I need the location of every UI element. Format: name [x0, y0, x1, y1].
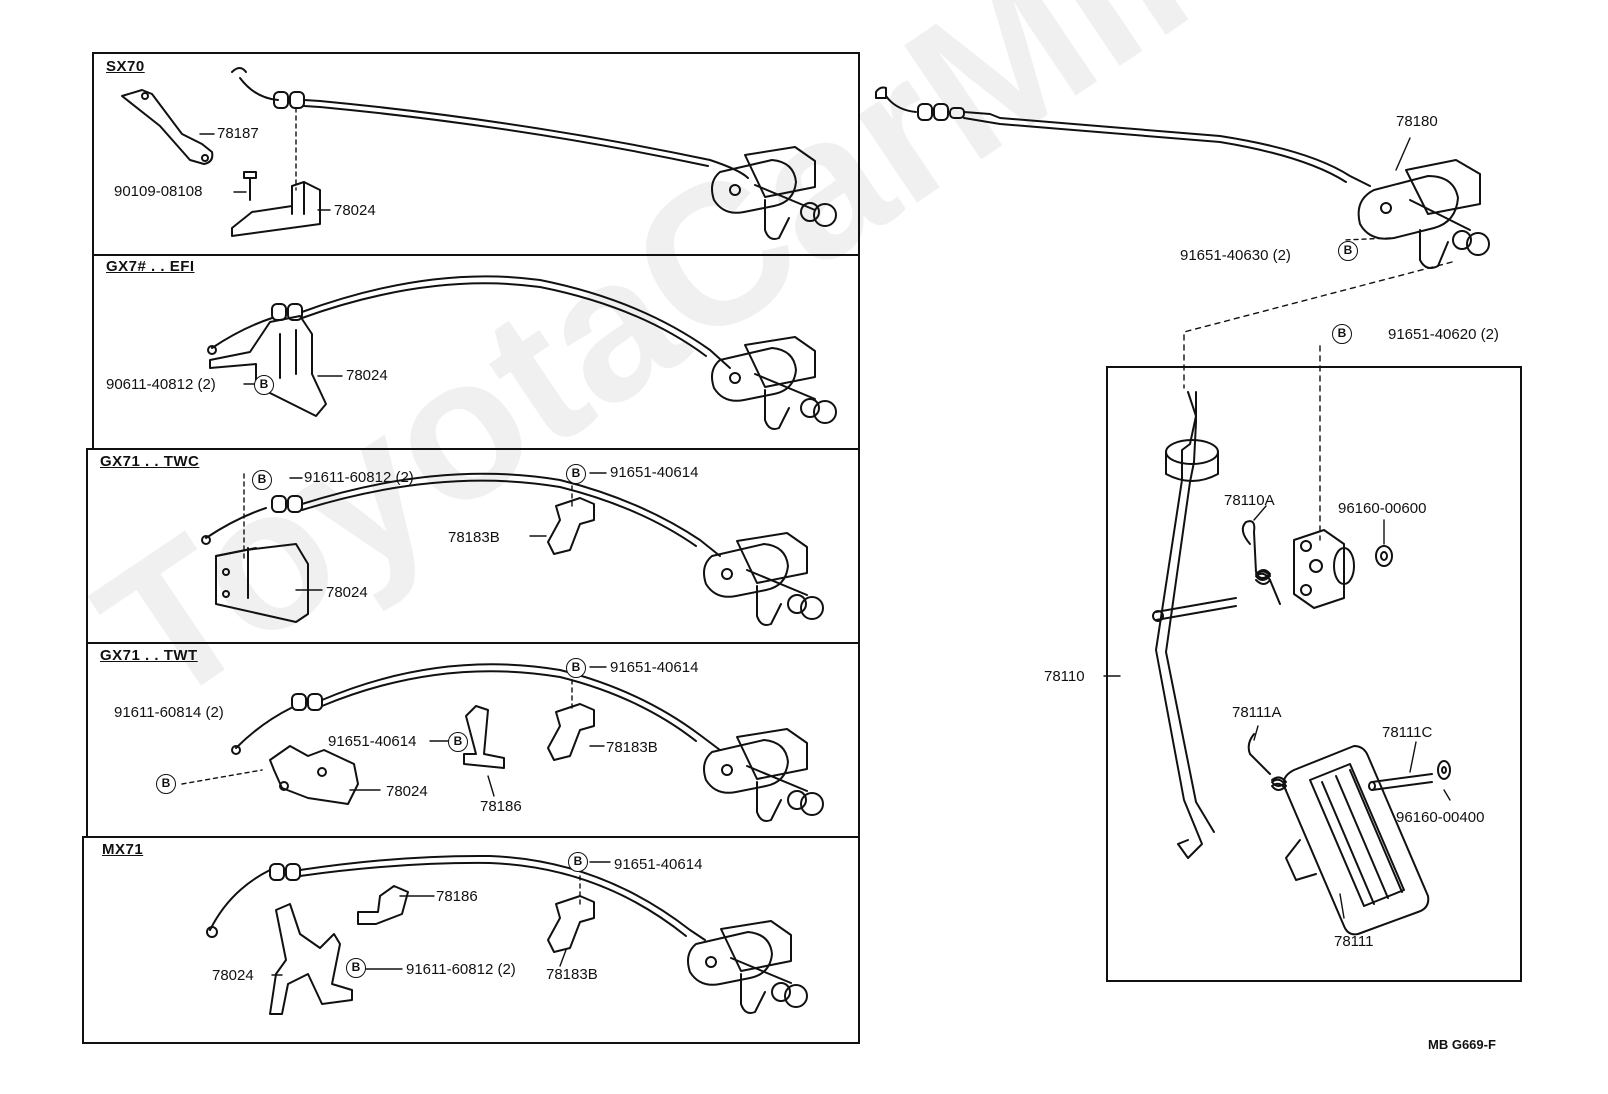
- label-78183b: 78183B: [448, 529, 500, 546]
- twc-bracket-78024: [215, 543, 309, 623]
- label-91651-40614: 91651-40614: [610, 659, 699, 676]
- label-78111a: 78111A: [1232, 704, 1282, 721]
- label-90109-08108: 90109-08108: [114, 183, 203, 200]
- b-mark: B: [448, 732, 468, 752]
- panel-gx71-twc: [86, 448, 860, 644]
- panel-gx71-twt: [86, 642, 860, 838]
- label-78024: 78024: [212, 967, 254, 984]
- twc-cable: [201, 472, 721, 557]
- label-78110: 78110: [1044, 668, 1085, 685]
- drawing-code: MB G669-F: [1428, 1037, 1496, 1052]
- label-90611-40812: 90611-40812 (2): [106, 376, 216, 393]
- pin-78111c: [1368, 773, 1433, 791]
- b-mark: B: [566, 464, 586, 484]
- b-mark: B: [566, 658, 586, 678]
- spring-78110a: [1241, 520, 1281, 605]
- label-91611-60812: 91611-60812 (2): [304, 469, 414, 486]
- label-91651-40614: 91651-40614: [610, 464, 699, 481]
- pedal-pad-78111: [1282, 745, 1430, 936]
- section-title-mx71: MX71: [102, 841, 144, 858]
- b-mark: B: [1332, 324, 1352, 344]
- pedal-arm-78110: [1152, 391, 1237, 859]
- label-78183b: 78183B: [606, 739, 658, 756]
- label-78111c: 78111C: [1382, 724, 1433, 741]
- sx70-throttle-body: [711, 146, 837, 240]
- twc-clip-78183b: [547, 497, 595, 555]
- panel-gx7-efi: [92, 254, 860, 450]
- section-title-gx71-twt: GX71 . . TWT: [100, 647, 198, 664]
- sx70-bracket-78187: [121, 89, 214, 165]
- label-78024: 78024: [326, 584, 368, 601]
- main-cable: [875, 86, 1371, 187]
- mx71-bracket-78186: [357, 885, 409, 925]
- efi-bracket-78024: [209, 315, 327, 417]
- label-78024: 78024: [334, 202, 376, 219]
- washer-96160-00600: [1375, 545, 1393, 567]
- panel-sx70: [92, 52, 860, 256]
- label-96160-00400: 96160-00400: [1396, 809, 1485, 826]
- section-title-sx70: SX70: [106, 58, 145, 75]
- washer-96160-00400: [1437, 760, 1451, 780]
- label-78024: 78024: [386, 783, 428, 800]
- sx70-bracket-78024: [231, 181, 321, 237]
- b-mark: B: [568, 852, 588, 872]
- label-78186: 78186: [436, 888, 478, 905]
- label-91651-40630: 91651-40630 (2): [1180, 247, 1291, 264]
- sx70-bolt: [243, 171, 257, 201]
- b-mark: B: [252, 470, 272, 490]
- pedal-bracket: [1293, 529, 1355, 609]
- twt-cable: [231, 663, 721, 755]
- label-78187: 78187: [217, 125, 259, 142]
- label-78186: 78186: [480, 798, 522, 815]
- section-title-gx7-efi: GX7# . . EFI: [106, 258, 195, 275]
- efi-throttle-body: [711, 336, 837, 430]
- twc-throttle-body: [703, 532, 824, 626]
- label-96160-00600: 96160-00600: [1338, 500, 1427, 517]
- twt-throttle-body: [703, 728, 824, 822]
- label-91611-60814: 91611-60814 (2): [114, 704, 224, 721]
- label-78183b: 78183B: [546, 966, 598, 983]
- mx71-clip-78183b: [547, 895, 595, 953]
- label-78024: 78024: [346, 367, 388, 384]
- twt-bracket-78186: [463, 705, 505, 769]
- b-mark: B: [346, 958, 366, 978]
- label-91611-60812: 91611-60812 (2): [406, 961, 516, 978]
- b-mark: B: [156, 774, 176, 794]
- section-title-gx71-twc: GX71 . . TWC: [100, 453, 200, 470]
- label-91651-40614: 91651-40614: [614, 856, 703, 873]
- label-78180: 78180: [1396, 113, 1438, 130]
- twt-clip-78183b: [547, 703, 595, 761]
- panel-pedal: [1106, 366, 1522, 982]
- mx71-bracket-78024: [269, 903, 353, 1015]
- label-91651-40620: 91651-40620 (2): [1388, 326, 1499, 343]
- label-78110a: 78110A: [1224, 492, 1275, 509]
- mx71-throttle-body: [687, 920, 808, 1014]
- label-78111: 78111: [1334, 933, 1374, 950]
- main-throttle-body: [1357, 159, 1490, 269]
- label-91651-40614: 91651-40614: [328, 733, 417, 750]
- mx71-cable: [206, 854, 706, 941]
- twt-bracket-78024: [269, 745, 359, 805]
- b-mark: B: [1338, 241, 1358, 261]
- panel-mx71: [82, 836, 860, 1044]
- b-mark: B: [254, 375, 274, 395]
